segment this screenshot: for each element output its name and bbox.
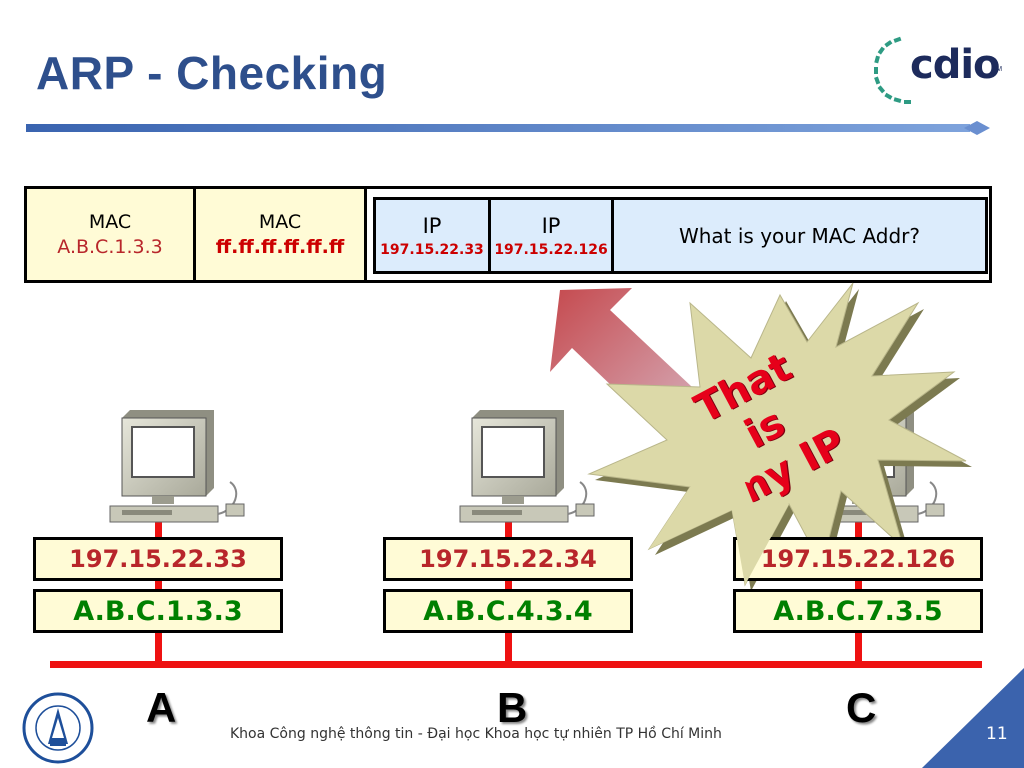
cdio-logo: cdio TM [866,30,1006,110]
host-b-letter: B [497,684,528,731]
host-a-letter: A [146,684,177,731]
frame-payload: IP 197.15.22.33 IP 197.15.22.126 What is… [364,186,992,283]
host-b-ip: 197.15.22.34 [383,537,633,581]
dst-mac-value: ff.ff.ff.ff.ff.ff [215,236,345,258]
footer-text: Khoa Công nghệ thông tin - Đại học Khoa … [230,726,722,742]
dst-ip-label: IP [541,213,561,238]
dst-ip-value: 197.15.22.126 [494,241,608,258]
host-a-mac: A.B.C.1.3.3 [33,589,283,633]
page-number: 11 [986,724,1008,744]
src-ip-label: IP [422,213,442,238]
dst-mac-label: MAC [258,211,302,233]
host-c-mac: A.B.C.7.3.5 [733,589,983,633]
title-underline [26,121,990,135]
host-a-ip: 197.15.22.33 [33,537,283,581]
frame-src-ip: IP 197.15.22.33 [373,197,491,274]
logo-trademark: TM [992,66,1003,73]
slide-title: ARP - Checking [36,47,388,99]
src-ip-value: 197.15.22.33 [380,241,484,258]
src-mac-label: MAC [88,211,132,233]
src-mac-value: A.B.C.1.3.3 [57,236,163,258]
logo-ring-icon [874,36,911,104]
question-text: What is your MAC Addr? [678,223,921,248]
university-seal-icon [22,692,94,764]
logo-text: cdio [910,42,1001,88]
network-bus [50,661,982,668]
host-b-mac: A.B.C.4.3.4 [383,589,633,633]
frame-question: What is your MAC Addr? [611,197,988,274]
frame-src-mac: MAC A.B.C.1.3.3 [24,186,196,283]
host-c-letter: C [846,684,877,731]
frame-dst-mac: MAC ff.ff.ff.ff.ff.ff [193,186,367,283]
